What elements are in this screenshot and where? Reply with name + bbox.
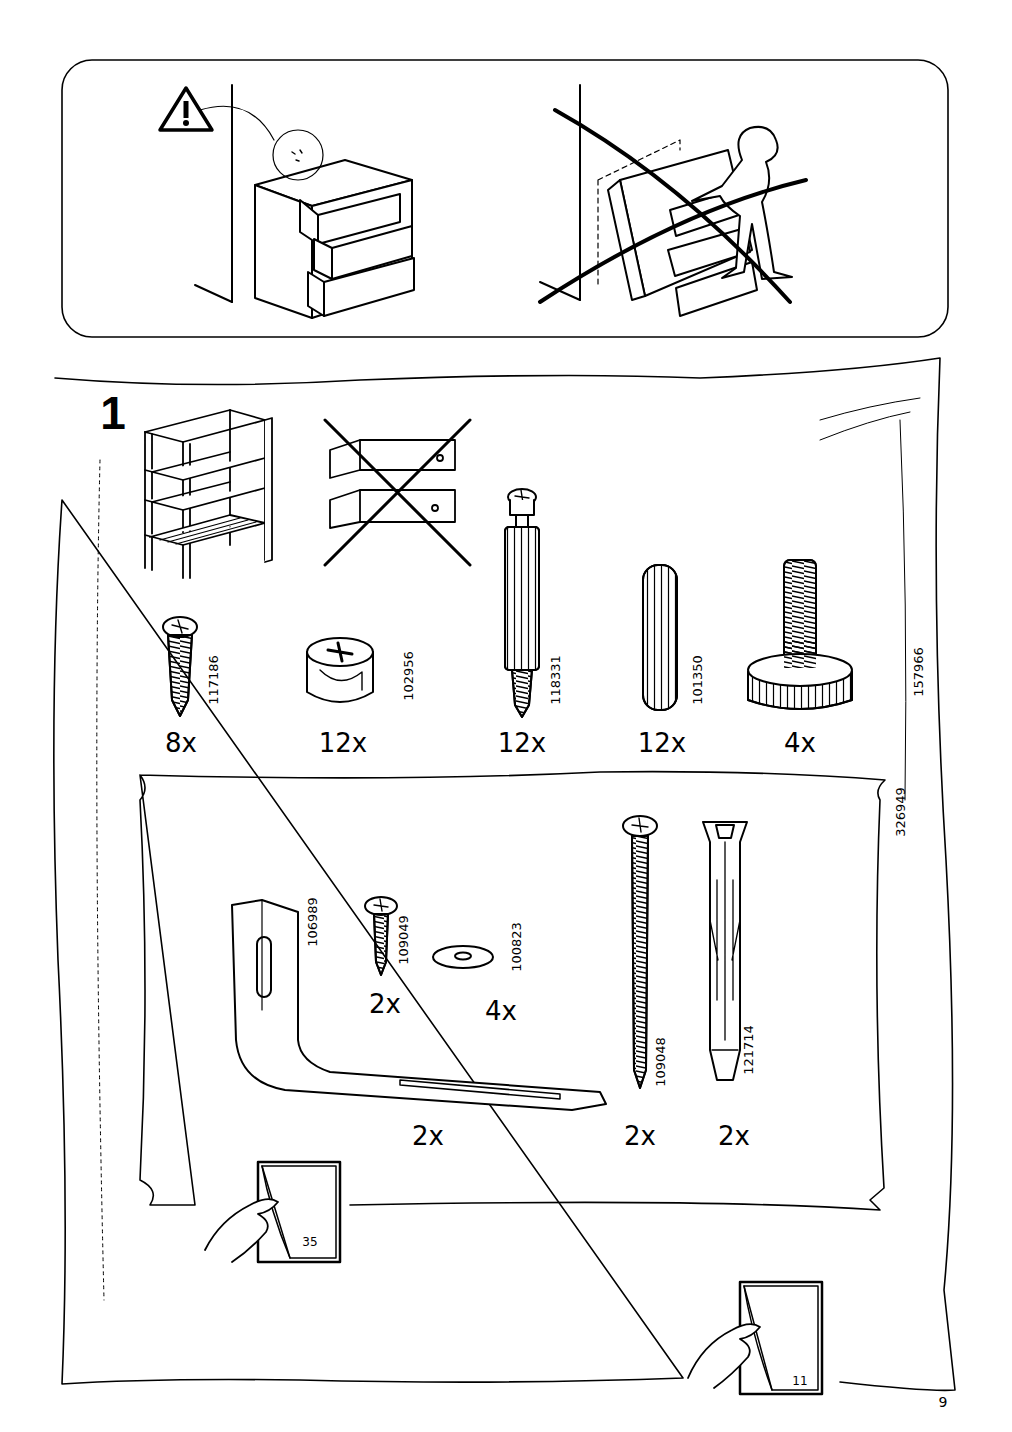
quantity: 12x <box>498 730 546 756</box>
part-number: 326949 <box>894 787 907 837</box>
quantity: 2x <box>369 991 401 1017</box>
page-number: 9 <box>939 1395 948 1409</box>
part-number: 157966 <box>912 647 925 697</box>
quantity: 12x <box>638 730 686 756</box>
quantity: 12x <box>319 730 367 756</box>
page-reference: 11 <box>792 1375 807 1387</box>
part-number: 109048 <box>654 1037 667 1087</box>
part-number: 100823 <box>510 922 523 972</box>
part-number: 102956 <box>402 651 415 701</box>
part-number: 106989 <box>306 897 319 947</box>
quantity: 4x <box>485 998 517 1024</box>
page-reference: 35 <box>302 1236 317 1248</box>
quantity: 4x <box>784 730 816 756</box>
part-number: 118331 <box>549 655 562 705</box>
quantity: 8x <box>165 730 197 756</box>
part-number: 101350 <box>691 655 704 705</box>
part-number: 121714 <box>742 1025 755 1075</box>
part-number: 109049 <box>397 915 410 965</box>
part-number: 117186 <box>207 655 220 705</box>
quantity: 2x <box>718 1123 750 1149</box>
quantity: 2x <box>624 1123 656 1149</box>
step-number: 1 <box>100 390 126 436</box>
quantity: 2x <box>412 1123 444 1149</box>
